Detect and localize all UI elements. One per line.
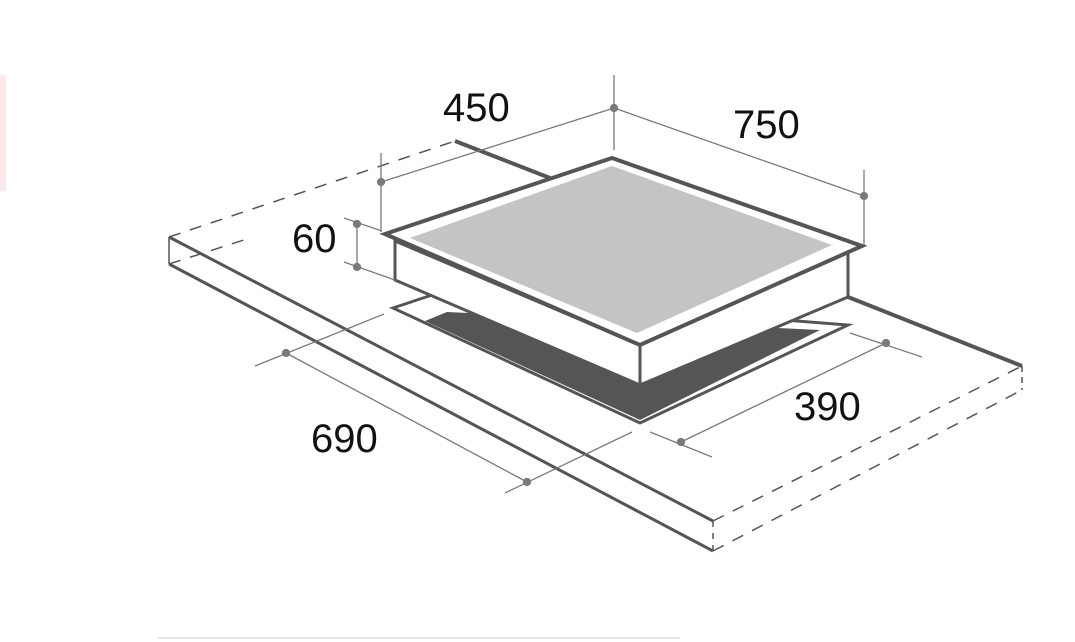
countertop-back-edge [454, 139, 551, 180]
dim-60-top-dot [352, 219, 362, 229]
dim-690-line [285, 352, 528, 483]
hob [379, 155, 868, 388]
dim-750-end-dot [859, 191, 869, 201]
dim-label-690: 690 [311, 417, 378, 461]
countertop [168, 139, 1023, 553]
dim-390-end-dot [881, 338, 891, 348]
dim-450-start-dot [376, 177, 386, 187]
dim-690-start-dot [281, 348, 291, 358]
countertop-back-dashed-left-lower [168, 237, 251, 265]
dim-60-top-ext [343, 217, 383, 232]
dim-390-start-dot [676, 437, 686, 447]
dim-750-line [613, 107, 865, 197]
dim-60-bottom-dot [352, 262, 362, 272]
left-accent-bar [0, 75, 6, 191]
dim-label-450: 450 [443, 86, 510, 130]
dim-390-line [680, 342, 887, 443]
countertop-right-dashed-top [712, 365, 1023, 522]
dim-60-bottom-ext [343, 261, 396, 281]
dim-690-end-dot [522, 477, 532, 487]
dim-450-line [380, 107, 615, 183]
dimension-lines [254, 75, 923, 494]
dim-label-60: 60 [292, 217, 337, 261]
countertop-front-bottom-edge [168, 262, 714, 553]
countertop-front-top-edge [168, 235, 714, 523]
bottom-divider [158, 637, 680, 639]
dim-label-750: 750 [733, 103, 800, 147]
countertop-back-edge-right [847, 295, 1023, 368]
countertop-right-dashed-bottom [712, 389, 1023, 552]
dim-label-390: 390 [794, 385, 861, 429]
dim-690-left-ext [254, 313, 385, 367]
hob-glass-panel [410, 166, 832, 333]
countertop-back-dashed-left [168, 140, 456, 238]
